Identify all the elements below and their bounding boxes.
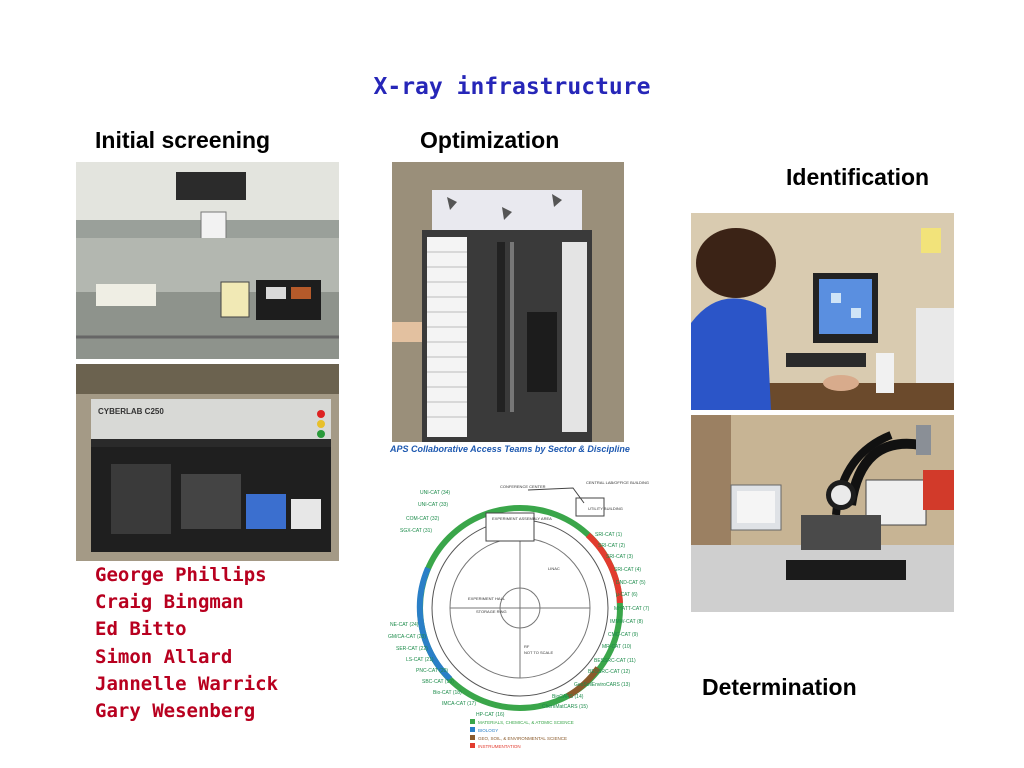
legend-swatch bbox=[470, 735, 475, 740]
sector-label: BioCARS (14) bbox=[552, 694, 584, 700]
crystal-imager-photo: CYBERLAB C250 bbox=[76, 364, 339, 561]
people-list: George Phillips Craig Bingman Ed Bitto S… bbox=[95, 562, 278, 725]
sector-label: µ-CAT (6) bbox=[616, 592, 638, 598]
sector-label: SRI-CAT (3) bbox=[606, 554, 633, 560]
sector-label: CMC-CAT (9) bbox=[608, 632, 638, 638]
person-name: George Phillips bbox=[95, 564, 267, 586]
sector-label: COM-CAT (32) bbox=[406, 516, 439, 522]
person-name: Craig Bingman bbox=[95, 591, 244, 614]
sector-label: SGX-CAT (31) bbox=[400, 528, 432, 534]
map-conference-center: CONFERENCE CENTER bbox=[500, 484, 546, 489]
aps-ring-diagram: CONFERENCE CENTER CENTRAL LAB/OFFICE BUI… bbox=[388, 480, 650, 749]
optimization-label: Optimization bbox=[420, 127, 560, 153]
map-experiment-hall: EXPERIMENT HALL bbox=[468, 596, 506, 601]
diffractometer-photo bbox=[691, 415, 954, 612]
legend-swatch bbox=[470, 719, 475, 724]
map-utility-building: UTILITY BUILDING bbox=[588, 506, 623, 511]
sector-label: SRI-CAT (1) bbox=[595, 532, 622, 538]
map-experiment-assembly: EXPERIMENT ASSEMBLY AREA bbox=[492, 516, 552, 521]
sector-label: DND-CAT (5) bbox=[616, 580, 646, 586]
person-name: Simon Allard bbox=[95, 645, 233, 668]
map-not-to-scale: NOT TO SCALE bbox=[524, 650, 553, 655]
sector-label: MHATT-CAT (7) bbox=[614, 606, 650, 612]
sector-label: LS-CAT (21) bbox=[406, 657, 434, 663]
sector-label: IMMW-CAT (8) bbox=[610, 619, 643, 625]
svg-text:CYBERLAB C250: CYBERLAB C250 bbox=[98, 407, 164, 416]
sector-label: BESSRC-CAT (11) bbox=[594, 658, 636, 664]
plate-hotel-photo bbox=[392, 162, 624, 442]
initial-screening-label: Initial screening bbox=[95, 127, 271, 153]
aps-map: APS Collaborative Access Teams by Sector… bbox=[388, 444, 670, 756]
slide-title: X-ray infrastructure bbox=[373, 74, 651, 100]
map-storage-ring: STORAGE RING bbox=[476, 609, 507, 614]
map-linac: LINAC bbox=[548, 566, 560, 571]
sector-label: Bio-CAT (18) bbox=[433, 690, 462, 696]
sector-label: SRI-CAT (4) bbox=[614, 567, 641, 573]
determination-label: Determination bbox=[702, 674, 857, 700]
sector-label: SBC-CAT (19) bbox=[422, 679, 454, 685]
sector-label: NE-CAT (24) bbox=[390, 622, 419, 628]
sector-label: GM/CA-CAT (23) bbox=[388, 634, 426, 640]
legend-label: GEO, SOIL, & ENVIRONMENTAL SCIENCE bbox=[478, 736, 567, 741]
sector-label: SRI-CAT (2) bbox=[598, 543, 625, 549]
screening-robot-photo bbox=[76, 162, 339, 359]
legend-label: MATERIALS, CHEMICAL, & ATOMIC SCIENCE bbox=[478, 720, 574, 725]
person-name: Gary Wesenberg bbox=[95, 700, 256, 723]
legend-swatch bbox=[470, 727, 475, 732]
legend-label: INSTRUMENTATION bbox=[478, 744, 521, 749]
sector-label: ChemMatCARS (15) bbox=[542, 704, 588, 710]
map-central-lab: CENTRAL LAB/OFFICE BUILDING bbox=[586, 480, 649, 485]
sector-label: IMCA-CAT (17) bbox=[442, 701, 476, 707]
sector-label: PNC-CAT (20) bbox=[416, 668, 448, 674]
identification-label: Identification bbox=[786, 164, 930, 190]
sector-label: BESSRC-CAT (12) bbox=[588, 669, 630, 675]
person-name: Ed Bitto bbox=[95, 618, 187, 641]
aps-map-title: APS Collaborative Access Teams by Sector… bbox=[390, 444, 630, 454]
legend-swatch bbox=[470, 743, 475, 748]
map-rf: RF bbox=[524, 644, 530, 649]
sector-label: UNI-CAT (33) bbox=[418, 502, 448, 508]
sector-label: GeoSoilEnviroCARS (13) bbox=[574, 682, 630, 688]
computer-user-photo bbox=[691, 213, 954, 410]
sector-label: HP-CAT (16) bbox=[476, 712, 505, 718]
sector-label: UNI-CAT (34) bbox=[420, 490, 450, 496]
sector-label: SER-CAT (22) bbox=[396, 646, 428, 652]
sector-label: MR-CAT (10) bbox=[602, 644, 632, 650]
person-name: Jannelle Warrick bbox=[95, 672, 279, 695]
legend-label: BIOLOGY bbox=[478, 728, 498, 733]
